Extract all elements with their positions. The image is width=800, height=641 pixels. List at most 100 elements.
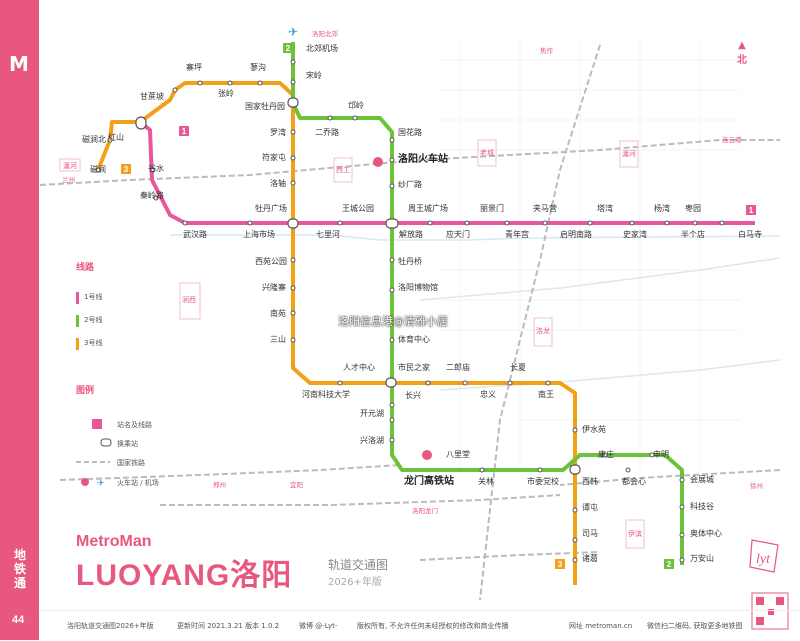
- station-name: 万安山: [690, 553, 714, 563]
- station-name: 半个店: [681, 229, 705, 239]
- rivers: [170, 234, 781, 391]
- station-name: 科技谷: [690, 501, 714, 511]
- station-name: 磁涧北: [82, 134, 106, 144]
- station-name: 上海市场: [243, 229, 275, 239]
- district-label: 涧西: [182, 296, 196, 304]
- station-name: 邙岭: [348, 100, 364, 110]
- station-name: 蓼沟: [250, 62, 266, 72]
- legend-item: 换乘站: [117, 439, 138, 448]
- station-name: 三山: [270, 334, 286, 344]
- north-arrow-icon: ▲: [738, 40, 746, 51]
- station-labels: 磁涧北 谷水 秦岭路 武汉路 上海市场 牡丹广场 七里河 王城公园 解放路 周王…: [82, 43, 762, 563]
- district-label: 西工: [336, 166, 350, 174]
- rail-label: 兰州: [62, 175, 75, 184]
- train-station-icon: [373, 157, 383, 167]
- legend: 线路 1号线 2号线 3号线 图例 站名及线路 换乘站 国家铁路 ✈ 火车站 /…: [76, 261, 159, 489]
- station-name: 奥体中心: [690, 528, 722, 538]
- station-name: 康庄: [598, 449, 614, 459]
- station-name: 塔湾: [597, 203, 613, 213]
- airport-icon: ✈: [288, 25, 298, 39]
- station-name: 枣园: [685, 203, 701, 213]
- line-badges: 2 1 3 1 3 2: [121, 43, 756, 569]
- station-name: 磁涧: [90, 164, 106, 174]
- footer-website: 网址 metroman.cn: [569, 622, 633, 630]
- station-name: 解放路: [399, 229, 423, 239]
- svg-text:3: 3: [124, 165, 129, 174]
- legend-item: 火车站 / 机场: [117, 478, 159, 487]
- svg-text:lyt: lyt: [756, 552, 771, 567]
- station-name: 张岭: [218, 88, 234, 98]
- district-label: 老城: [480, 148, 494, 157]
- station-name: 杨湾: [654, 203, 670, 213]
- svg-text:1: 1: [182, 127, 187, 136]
- station-name: 纱厂路: [398, 179, 422, 189]
- rail-label: 连云港: [722, 135, 742, 144]
- legend-line1: 1号线: [84, 292, 102, 301]
- sidebar-vertical-text: 地铁通: [13, 548, 26, 590]
- station-name: 谭屯: [582, 502, 598, 512]
- compass: ▲ 北: [737, 40, 747, 66]
- station-name: 河南科技大学: [302, 389, 350, 399]
- station-name: 洛阳火车站: [398, 152, 448, 165]
- legend-item: 国家铁路: [117, 458, 145, 467]
- station-name: 夹马营: [533, 203, 557, 213]
- svg-text:2: 2: [286, 44, 291, 53]
- legend-line3: 3号线: [84, 338, 102, 347]
- station-name: 都会心: [622, 476, 646, 486]
- north-label: 北: [737, 55, 747, 66]
- metroman-logo: M: [9, 52, 29, 76]
- footer-update: 更新时间 2021.3.21 版本 1.0.2: [177, 622, 280, 630]
- station-name: 兴隆寨: [262, 282, 286, 292]
- station-name: 会展城: [690, 474, 714, 484]
- svg-text:3: 3: [558, 560, 563, 569]
- qr-code: [751, 592, 789, 630]
- legend-item: 站名及线路: [117, 420, 152, 429]
- street-grid: [440, 40, 740, 470]
- rail-label: 洛阳北郊: [312, 29, 339, 38]
- legend-line2: 2号线: [84, 315, 102, 324]
- station-name: 洛阳博物馆: [398, 282, 438, 292]
- station-name: 北郊机场: [306, 43, 338, 53]
- footer-copyright: 版权所有, 不允许任何未经授权的修改和商业传播: [357, 622, 509, 630]
- svg-text:✈: ✈: [288, 25, 298, 39]
- lyt-logo: lyt: [749, 539, 779, 573]
- interchange-stations: [135, 97, 581, 475]
- station-name: 史家湾: [623, 229, 647, 239]
- station-name: 长夏: [510, 362, 526, 372]
- station-name: 体育中心: [398, 334, 430, 344]
- station-name: 牡丹广场: [255, 203, 287, 213]
- station-name: 符家屯: [262, 152, 286, 162]
- station-name: 司马: [582, 529, 598, 538]
- station-name: 市委党校: [527, 476, 559, 486]
- district-label: 瀍河: [622, 149, 636, 158]
- station-name: 兴洛湖: [360, 435, 384, 445]
- station-name: 武汉路: [183, 229, 207, 239]
- station-name: 人才中心: [343, 362, 375, 372]
- train-station-icon: [422, 450, 432, 460]
- station-name: 青年宫: [505, 229, 529, 239]
- district-label: 伊滨: [628, 529, 642, 538]
- station-name: 谷水: [148, 163, 164, 173]
- station-name: 启明南路: [560, 229, 592, 239]
- watermark: 洛阳信息港@清雅小居: [338, 315, 448, 328]
- station-name: 洛轴: [270, 178, 286, 188]
- station-name: 白马寺: [738, 229, 762, 239]
- rail-label: 焦作: [540, 46, 554, 55]
- station-name: 二乔路: [315, 127, 339, 137]
- station-name: 长兴: [405, 390, 421, 400]
- line3-route: [96, 81, 577, 585]
- legend-title: 图例: [76, 384, 94, 396]
- brand-title: MetroMan: [76, 533, 152, 550]
- station-name: 国花路: [398, 127, 422, 137]
- district-label: 瀍河: [63, 161, 77, 170]
- legend-lines-title: 线路: [76, 261, 95, 273]
- rail-label: 洛阳龙门: [412, 506, 438, 515]
- station-name: 宋岭: [306, 70, 322, 80]
- line1-route: [138, 120, 755, 225]
- district-label: 洛龙: [536, 326, 550, 335]
- station-name: 国家牡丹园: [245, 101, 285, 111]
- svg-text:1: 1: [749, 206, 754, 215]
- station-name: 西韩: [582, 476, 598, 486]
- station-name: 伊水苑: [582, 424, 606, 434]
- footer-wechat: 微信扫二维码, 获取更多地铁图: [647, 622, 743, 630]
